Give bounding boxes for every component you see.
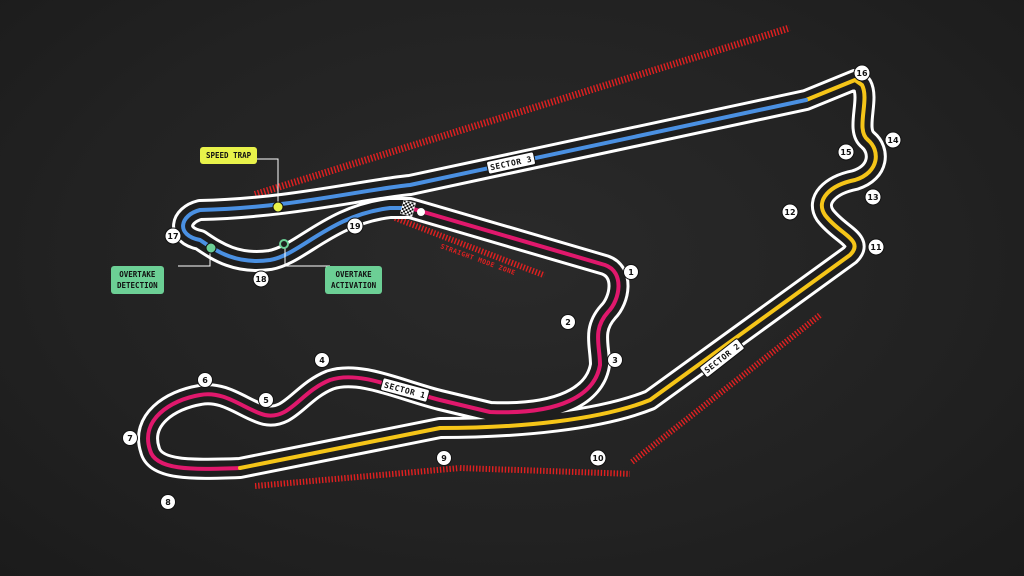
turn-1: 1 bbox=[623, 264, 639, 280]
svg-text:4: 4 bbox=[319, 356, 325, 365]
speed-trap-text: SPEED TRAP bbox=[206, 151, 252, 160]
overtake-detection-text: OVERTAKE DETECTION bbox=[117, 270, 158, 290]
turn-13: 13 bbox=[864, 188, 882, 206]
turn-17: 17 bbox=[164, 227, 182, 245]
overtake-detection-marker-icon bbox=[205, 242, 217, 254]
turn-15: 15 bbox=[837, 143, 855, 161]
overtake-activation-text: OVERTAKE ACTIVATION bbox=[331, 270, 377, 290]
svg-text:3: 3 bbox=[612, 356, 618, 365]
svg-text:19: 19 bbox=[349, 222, 361, 231]
overtake-activation-label: OVERTAKE ACTIVATION bbox=[325, 266, 383, 294]
overtake-detection-label: OVERTAKE DETECTION bbox=[111, 266, 164, 294]
turn-10: 10 bbox=[589, 449, 607, 467]
svg-text:5: 5 bbox=[263, 396, 269, 405]
turn-11: 11 bbox=[867, 238, 885, 256]
svg-text:2: 2 bbox=[565, 318, 571, 327]
svg-text:16: 16 bbox=[856, 69, 868, 78]
svg-text:17: 17 bbox=[167, 232, 178, 241]
checkered-flag-icon bbox=[400, 199, 416, 217]
turn-9: 9 bbox=[436, 450, 452, 466]
turn-8: 8 bbox=[160, 494, 176, 510]
svg-text:6: 6 bbox=[202, 376, 208, 385]
svg-text:1: 1 bbox=[628, 268, 634, 277]
overtake-activation-marker-icon bbox=[279, 239, 289, 249]
turn-6: 6 bbox=[197, 372, 213, 388]
turn-19: 19 bbox=[346, 217, 364, 235]
start-marker-icon bbox=[417, 208, 425, 216]
turn-14: 14 bbox=[884, 131, 902, 149]
svg-text:9: 9 bbox=[441, 454, 447, 463]
turn-12: 12 bbox=[781, 203, 799, 221]
sector-2-line bbox=[238, 78, 878, 470]
turn-2: 2 bbox=[560, 314, 576, 330]
svg-text:7: 7 bbox=[127, 434, 133, 443]
turn-4: 4 bbox=[314, 352, 330, 368]
svg-text:14: 14 bbox=[887, 136, 899, 145]
speed-trap-marker-icon bbox=[272, 201, 284, 213]
turn-16: 16 bbox=[853, 64, 871, 82]
sector-3-line bbox=[181, 98, 808, 263]
svg-text:13: 13 bbox=[867, 193, 878, 202]
turn-7: 7 bbox=[122, 430, 138, 446]
turn-18: 18 bbox=[252, 270, 270, 288]
turn-markers: 1 2 3 4 5 6 7 8 9 10 11 12 13 14 15 16 1… bbox=[122, 64, 902, 510]
turn-5: 5 bbox=[258, 392, 274, 408]
svg-text:12: 12 bbox=[784, 208, 795, 217]
sector-1-line bbox=[146, 206, 621, 471]
svg-text:18: 18 bbox=[255, 275, 267, 284]
svg-text:8: 8 bbox=[165, 498, 171, 507]
svg-text:11: 11 bbox=[870, 243, 882, 252]
straight-mode-zone-markers bbox=[253, 24, 823, 489]
speed-trap-label: SPEED TRAP bbox=[200, 147, 258, 164]
svg-text:15: 15 bbox=[840, 148, 852, 157]
turn-3: 3 bbox=[607, 352, 623, 368]
svg-text:10: 10 bbox=[592, 454, 604, 463]
